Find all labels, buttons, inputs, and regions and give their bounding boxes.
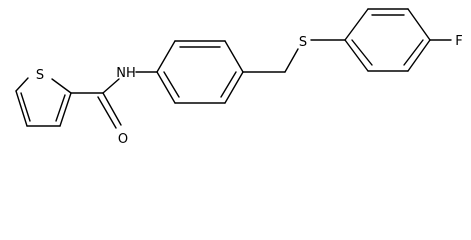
bond (344, 39, 369, 72)
bond (55, 94, 66, 122)
bond (407, 8, 431, 41)
bond (163, 71, 180, 98)
bond (344, 8, 369, 41)
bond (102, 92, 122, 126)
bond (59, 92, 72, 127)
bond (403, 39, 424, 66)
thiophene-sulfur-label: S (36, 68, 44, 83)
bond (51, 78, 72, 94)
amide-nitrogen-label: NH (116, 66, 136, 81)
bond (351, 39, 373, 66)
thioether-sulfur-label: S (299, 35, 307, 50)
bond (284, 48, 299, 73)
bond (220, 71, 237, 98)
thiophene-ring (15, 77, 72, 127)
structural-formula: S NH O S F (15, 8, 463, 147)
bond (15, 90, 28, 127)
central-benzene-ring (156, 40, 244, 104)
bond (224, 40, 244, 73)
bond (102, 78, 120, 94)
bond (156, 40, 176, 73)
fluorophenyl-ring (344, 8, 452, 72)
bond (15, 77, 29, 92)
amide-group (70, 71, 158, 129)
carbonyl-oxygen-label: O (118, 132, 128, 147)
bond (97, 96, 117, 129)
thioether-linker (242, 39, 346, 73)
bond (224, 71, 244, 104)
bond (20, 92, 31, 122)
fluorine-label: F (455, 34, 462, 49)
bond (156, 71, 176, 104)
bond (407, 39, 431, 72)
